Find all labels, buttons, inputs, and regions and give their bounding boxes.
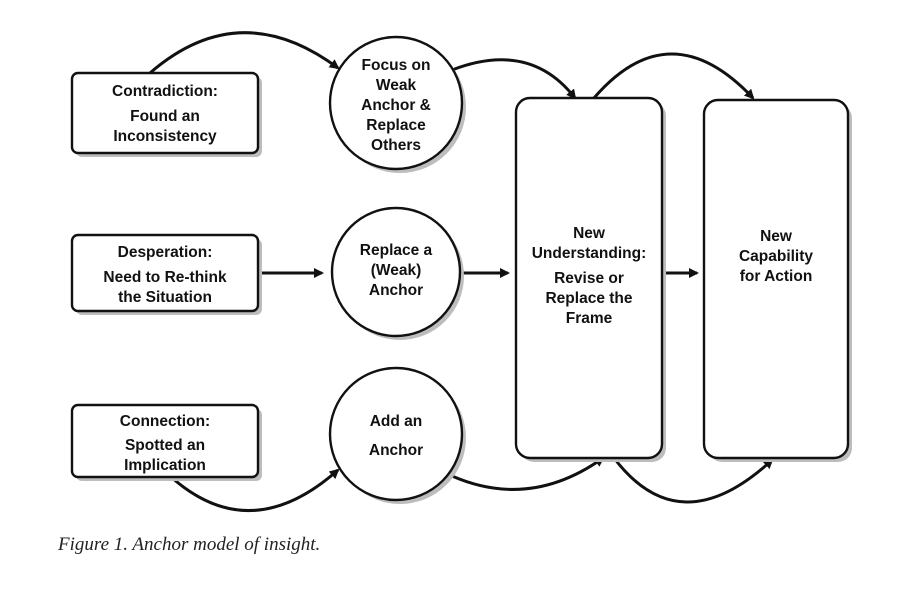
box-line: Inconsistency (113, 128, 217, 145)
box-line: Spotted an (125, 437, 205, 454)
pill-new-understanding: New Understanding: Revise or Replace the… (514, 96, 666, 462)
figure-caption: Figure 1. Anchor model of insight. (57, 534, 320, 555)
circle-add: Add an Anchor (328, 366, 466, 504)
box-line: Found an (130, 108, 200, 125)
circle-line: Replace a (360, 242, 433, 259)
arrow-understanding-to-capability-bottom (612, 457, 774, 504)
circle-replace: Replace a (Weak) Anchor (330, 206, 464, 340)
arrow-connection-to-add (168, 468, 340, 513)
pill-line: Replace the (545, 290, 632, 307)
box-line: Implication (124, 457, 206, 474)
pill-line: Capability (739, 248, 813, 265)
circle-line: Weak (376, 77, 417, 94)
pill-line: Understanding: (532, 245, 647, 262)
pill-new-capability: New Capability for Action (702, 98, 852, 462)
circle-line: Anchor (369, 282, 423, 299)
box-title: Contradiction: (112, 83, 218, 100)
circle-line: Others (371, 137, 421, 154)
box-title: Desperation: (118, 244, 213, 261)
arrow-contradiction-to-focus (149, 31, 340, 75)
box-contradiction: Contradiction: Found an Inconsistency (70, 71, 262, 157)
pill-line: for Action (740, 268, 813, 285)
box-desperation: Desperation: Need to Re-think the Situat… (70, 233, 262, 315)
circle-line: Focus on (362, 57, 431, 74)
circle-line: Add an (370, 413, 423, 430)
circle-line: Anchor & (361, 97, 431, 114)
pill-line: Revise or (554, 270, 624, 287)
pill-line: New (760, 228, 793, 245)
arrow-understanding-to-capability (592, 52, 755, 100)
arrow-add-to-understanding (451, 456, 605, 491)
box-line: Need to Re-think (103, 269, 227, 286)
pill-line: New (573, 225, 606, 242)
circle-line: (Weak) (371, 262, 422, 279)
arrow-focus-to-understanding (451, 58, 577, 100)
circle-line: Replace (366, 117, 426, 134)
box-connection: Connection: Spotted an Implication (70, 403, 262, 481)
box-line: the Situation (118, 289, 212, 306)
circle-line: Anchor (369, 442, 423, 459)
box-title: Connection: (120, 413, 210, 430)
pill-line: Frame (566, 310, 613, 327)
circle-focus: Focus on Weak Anchor & Replace Others (328, 35, 466, 173)
